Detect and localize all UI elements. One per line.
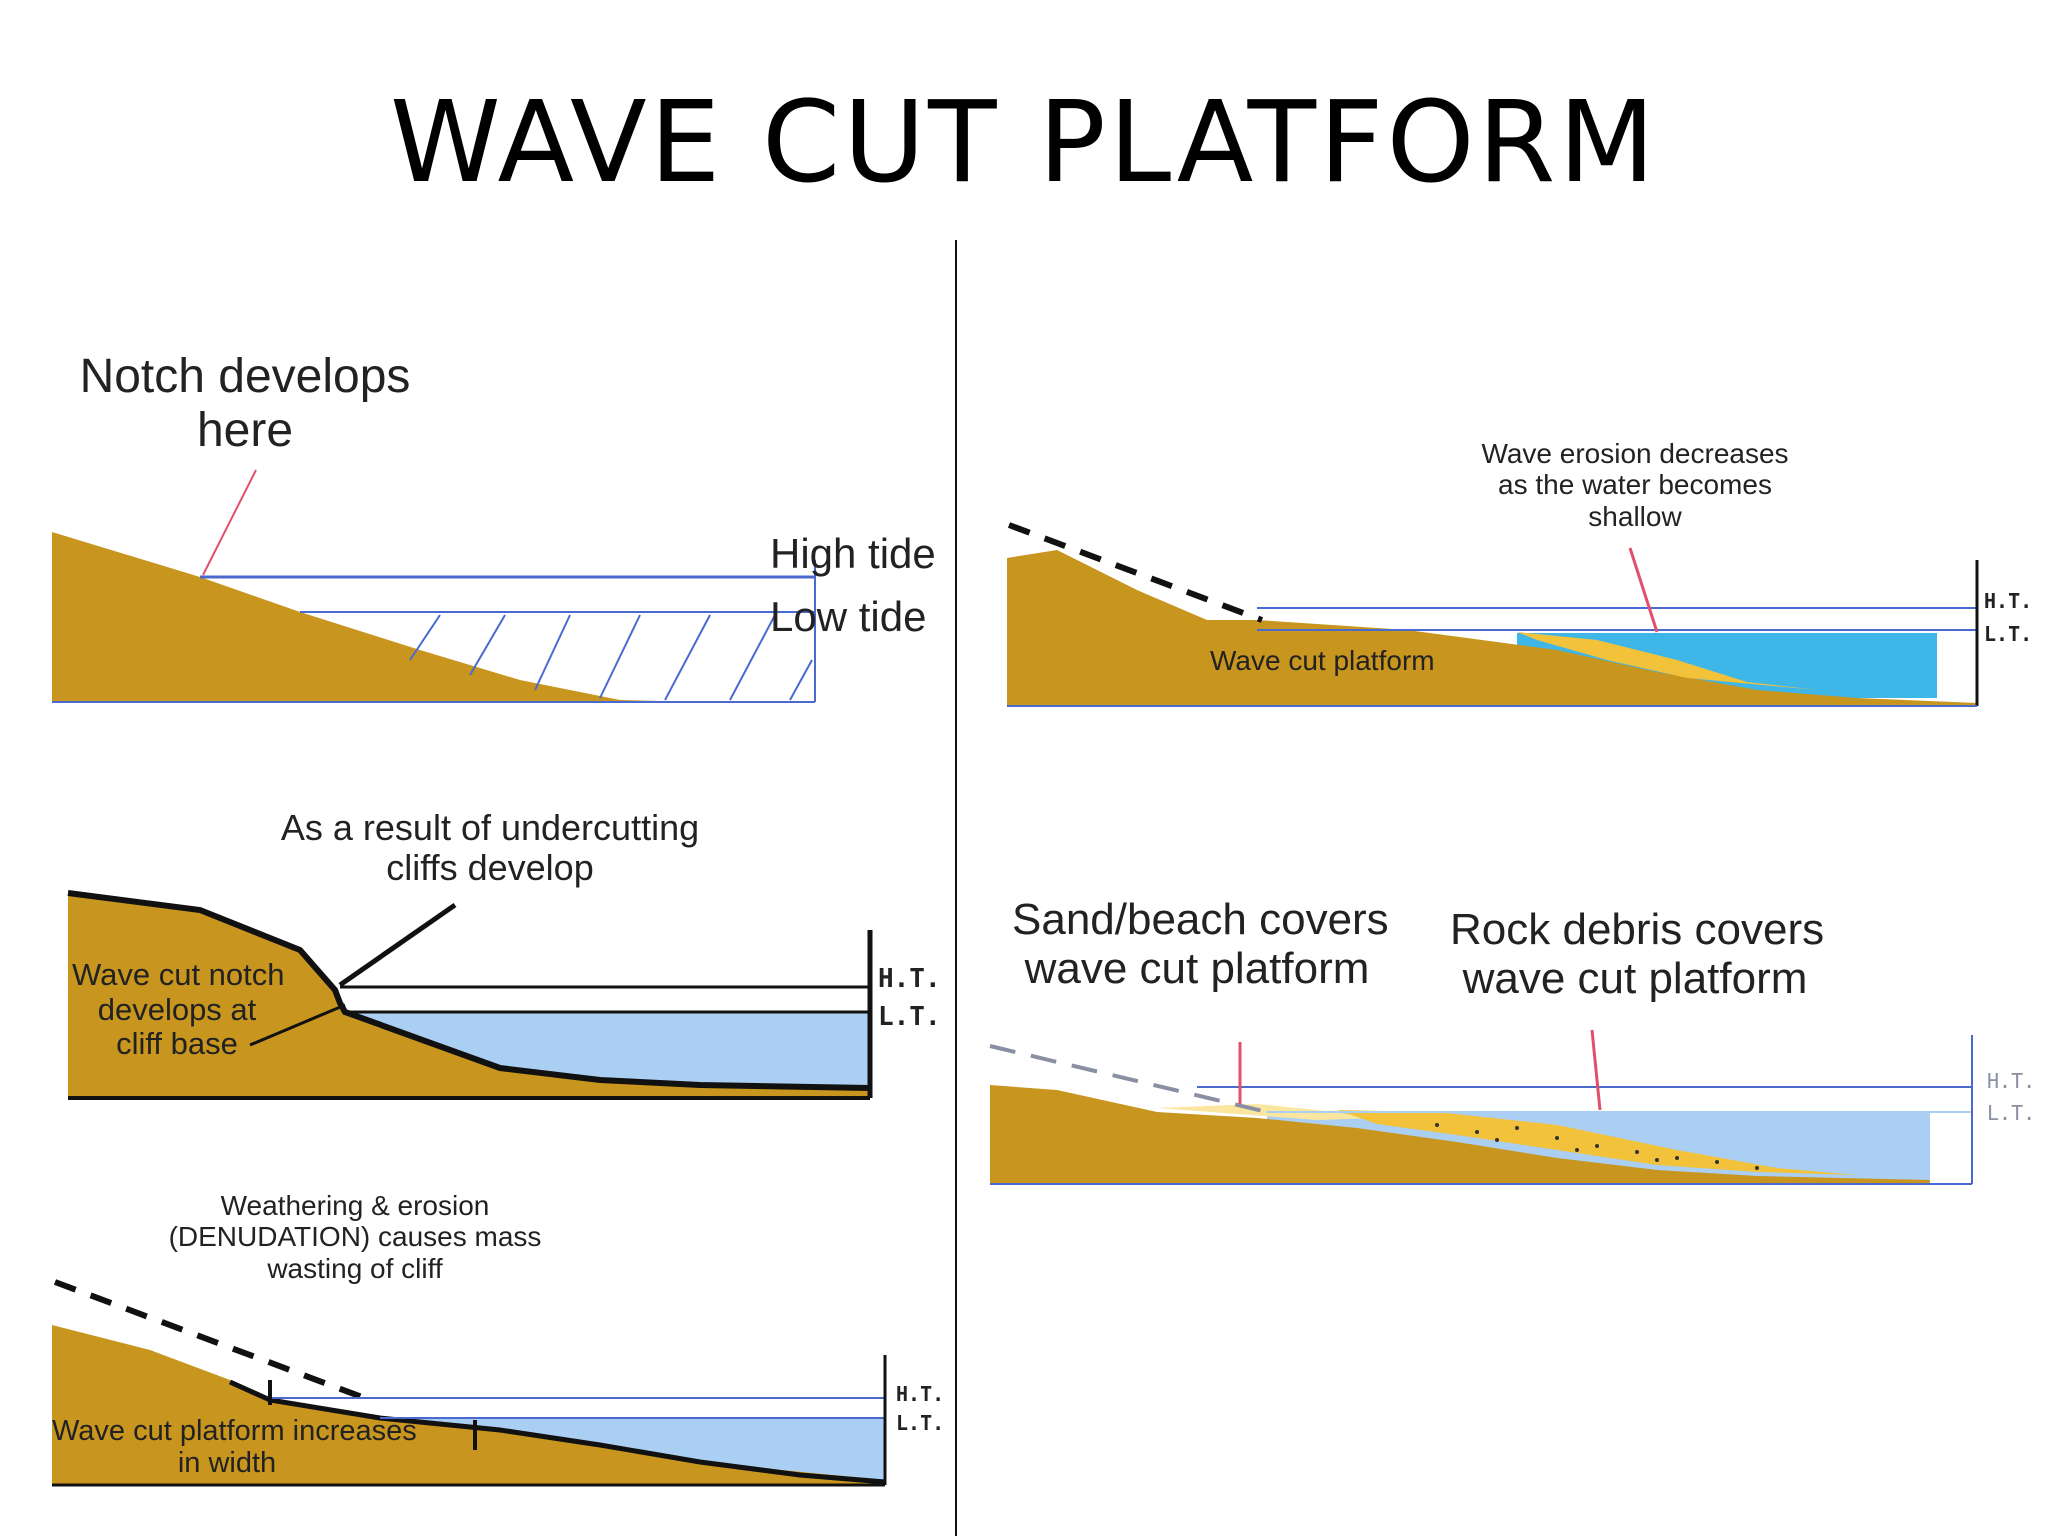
land-profile (68, 893, 870, 1098)
land-profile (52, 1325, 885, 1485)
platform-width-label: Wave cut platform increases in width (52, 1415, 417, 1480)
cliffs-label: As a result of undercutting cliffs devel… (280, 807, 700, 889)
high-tide-label: High tide (770, 530, 936, 577)
rock-debris-label: Rock debris covers wave cut platform (1450, 905, 1825, 1004)
panel-denudation-diagram (52, 1279, 887, 1487)
wave-cut-platform-label: Wave cut platform (1210, 645, 1435, 676)
cliffs-pointer (338, 902, 457, 988)
lt-label: L.T. (896, 1411, 945, 1435)
wave-cut-notch-label: Wave cut notch develops at cliff base (72, 957, 285, 1062)
sand-beach-label: Sand/beach covers wave cut platform (1012, 895, 1389, 994)
former-cliff-profile (53, 1279, 372, 1403)
panel-notch: Notch develops here High tide Low tide (0, 0, 955, 760)
land-profile (52, 532, 815, 702)
panel-shallow: Wave erosion decreases as the water beco… (957, 0, 2048, 760)
page-title: WAVE CUT PLATFORM (389, 78, 1659, 208)
notch-pointer (249, 1003, 346, 1047)
rock-pointer (1590, 1029, 1602, 1111)
panel-covered-diagram (989, 1029, 1973, 1185)
panel-notch-diagram (52, 469, 816, 703)
column-divider (955, 240, 957, 1536)
debris-dots (1435, 1123, 1759, 1170)
ht-label: H.T. (896, 1382, 945, 1406)
panel-covered: Sand/beach covers wave cut platform Rock… (957, 0, 2048, 1200)
rock-debris (1337, 1110, 1857, 1175)
sand-deposit (1517, 632, 1817, 690)
lt-label: L.T. (1987, 1101, 2036, 1125)
land-profile (1007, 550, 1977, 706)
water-body (345, 1012, 870, 1085)
lt-label: L.T. (1984, 622, 2033, 646)
low-tide-label: Low tide (770, 593, 927, 640)
former-cliff-profile (989, 1044, 1268, 1114)
lt-label: L.T. (878, 1002, 941, 1032)
water-hatching (409, 614, 813, 701)
former-cliff-profile (1007, 522, 1264, 623)
notch-label: Notch develops here (79, 350, 411, 457)
panel-cliffs: As a result of undercutting cliffs devel… (0, 0, 955, 1130)
ht-label: H.T. (1987, 1069, 2036, 1093)
erosion-label: Wave erosion decreases as the water beco… (1481, 438, 1789, 532)
ht-label: H.T. (1984, 589, 2033, 613)
platform-outline (228, 1379, 886, 1485)
erosion-pointer (1628, 547, 1659, 633)
land-profile (990, 1085, 1930, 1184)
panel-denudation: Weathering & erosion (DENUDATION) causes… (0, 0, 955, 1536)
denudation-label: Weathering & erosion (DENUDATION) causes… (168, 1190, 542, 1284)
panel-cliffs-diagram (67, 890, 873, 1100)
ht-label: H.T. (878, 964, 941, 994)
notch-pointer (202, 469, 257, 576)
panel-shallow-diagram (1007, 522, 1979, 707)
